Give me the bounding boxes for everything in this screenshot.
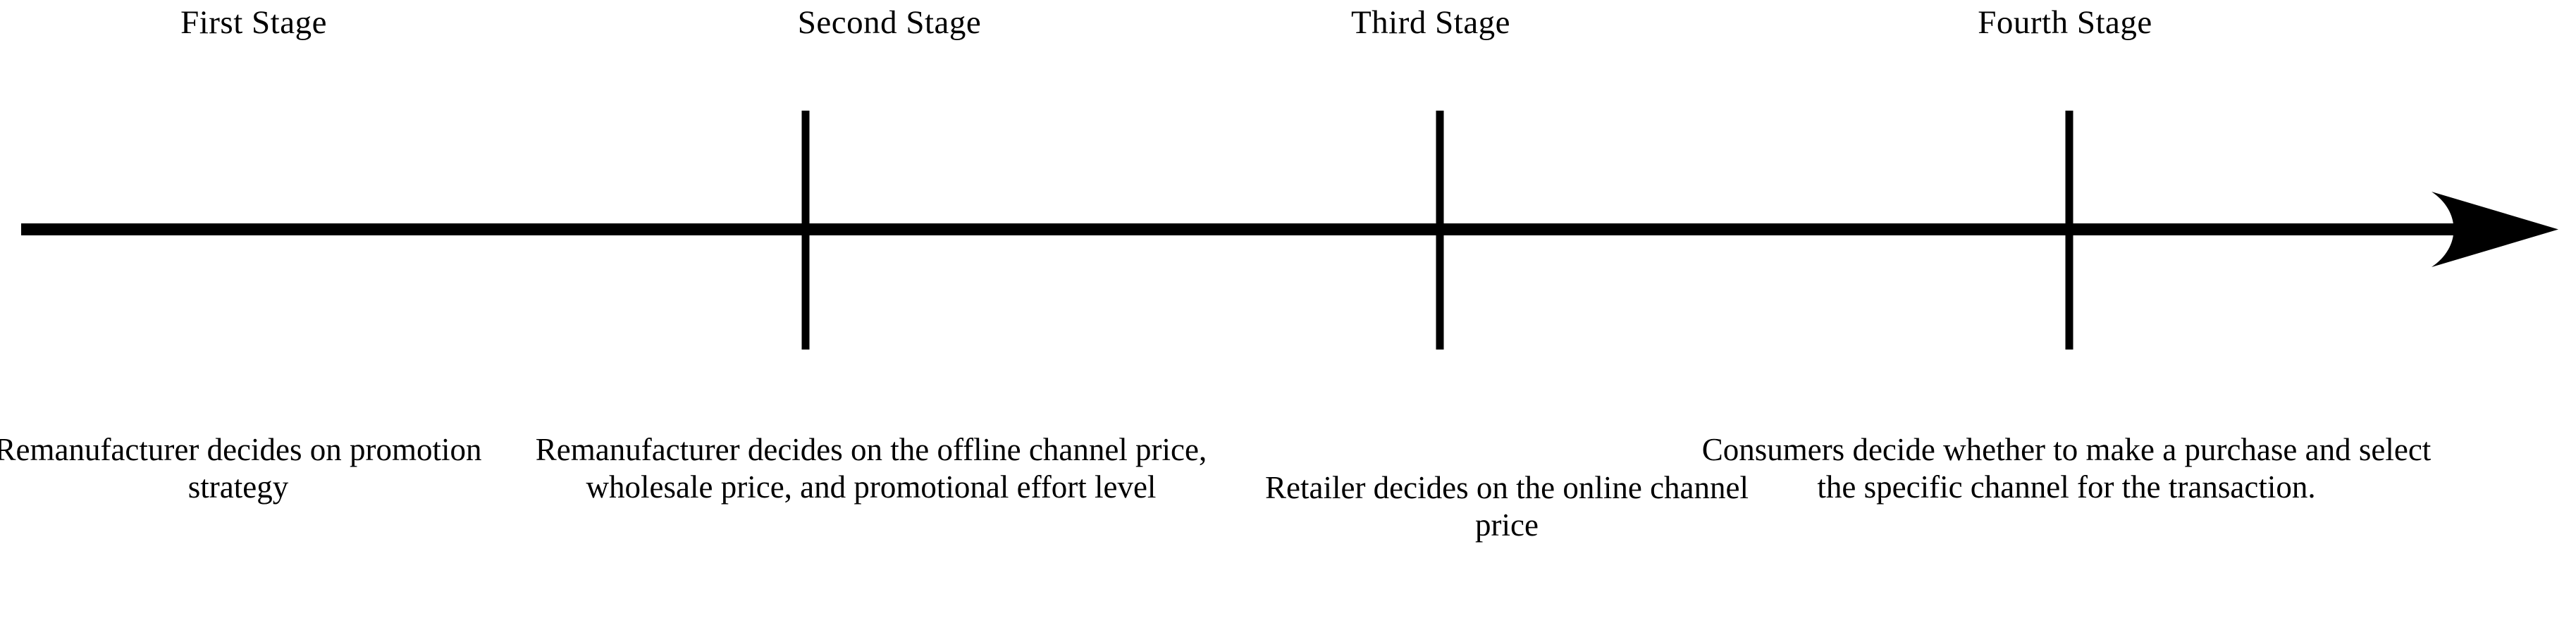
timeline-arrow-icon xyxy=(21,192,2558,267)
stage-caption-fourth: Consumers decide whether to make a purch… xyxy=(1701,432,2432,505)
timeline-arrow xyxy=(21,192,2558,272)
stage-caption-second: Remanufacturer decides on the offline ch… xyxy=(535,432,1207,505)
stage-tick-fourth xyxy=(2065,111,2073,350)
stage-caption-first: Remanufacturer decides on promotion stra… xyxy=(0,432,482,505)
stage-heading-second: Second Stage xyxy=(797,4,982,41)
stage-caption-third: Retailer decides on the online channel p… xyxy=(1265,470,1749,543)
stage-heading-third: Third Stage xyxy=(1350,4,1511,41)
stage-tick-third xyxy=(1436,111,1444,350)
stage-heading-first: First Stage xyxy=(180,4,327,41)
stage-heading-fourth: Fourth Stage xyxy=(1978,4,2152,41)
stage-tick-second xyxy=(801,111,810,350)
